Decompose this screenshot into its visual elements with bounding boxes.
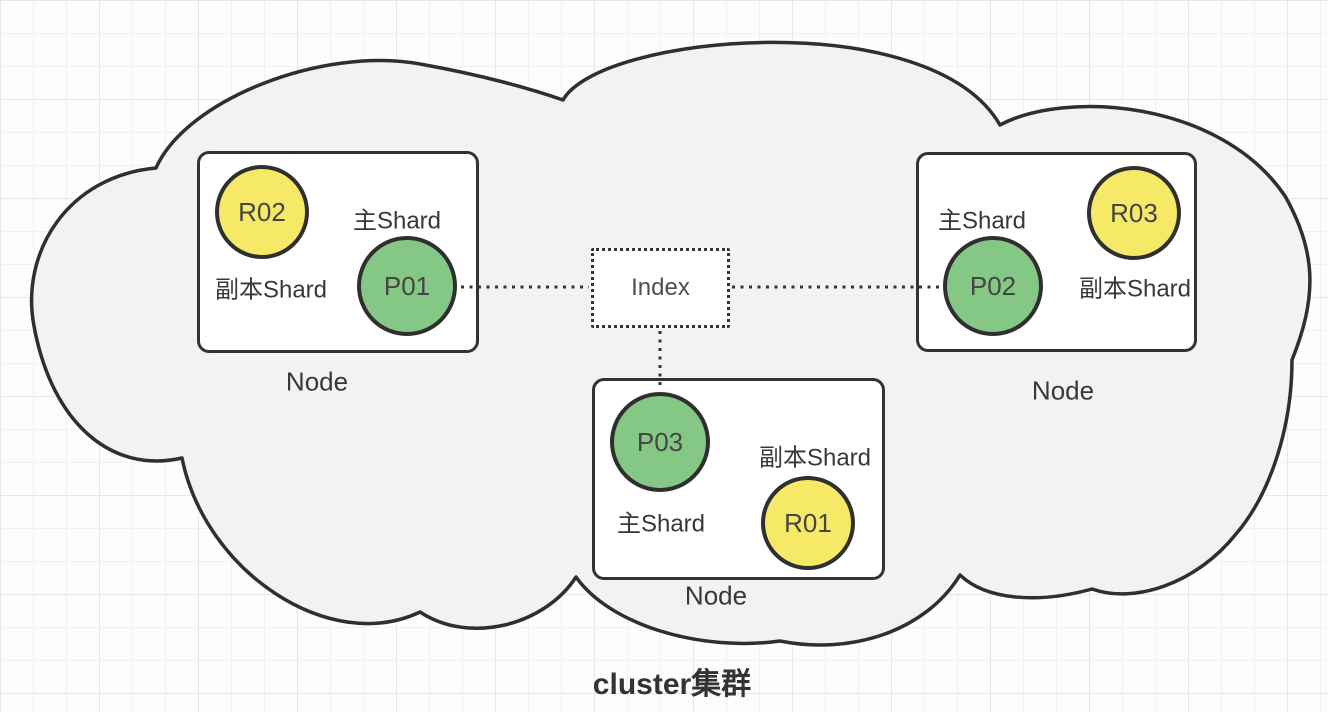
- index-label: Index: [631, 274, 690, 301]
- primary-shard-label-bottom: 主Shard: [616, 510, 706, 538]
- index-box: Index: [591, 248, 730, 328]
- replica-shard-label-left: 副本Shard: [214, 276, 328, 304]
- replica-shard-circle-r03: R03: [1087, 166, 1181, 260]
- replica-shard-circle-r02: R02: [215, 165, 309, 259]
- diagram-title: cluster集群: [592, 668, 752, 701]
- node-label-right: Node: [1031, 375, 1095, 406]
- primary-shard-circle-p02: P02: [943, 236, 1043, 336]
- node-label-left: Node: [285, 366, 349, 397]
- primary-shard-label-right: 主Shard: [937, 207, 1027, 235]
- replica-shard-label-bottom: 副本Shard: [758, 444, 872, 472]
- node-label-bottom: Node: [684, 580, 748, 611]
- primary-shard-circle-p01: P01: [357, 236, 457, 336]
- replica-shard-circle-r01: R01: [761, 476, 855, 570]
- replica-shard-label-right: 副本Shard: [1078, 275, 1192, 303]
- primary-shard-circle-p03: P03: [610, 392, 710, 492]
- primary-shard-label-left: 主Shard: [352, 207, 442, 235]
